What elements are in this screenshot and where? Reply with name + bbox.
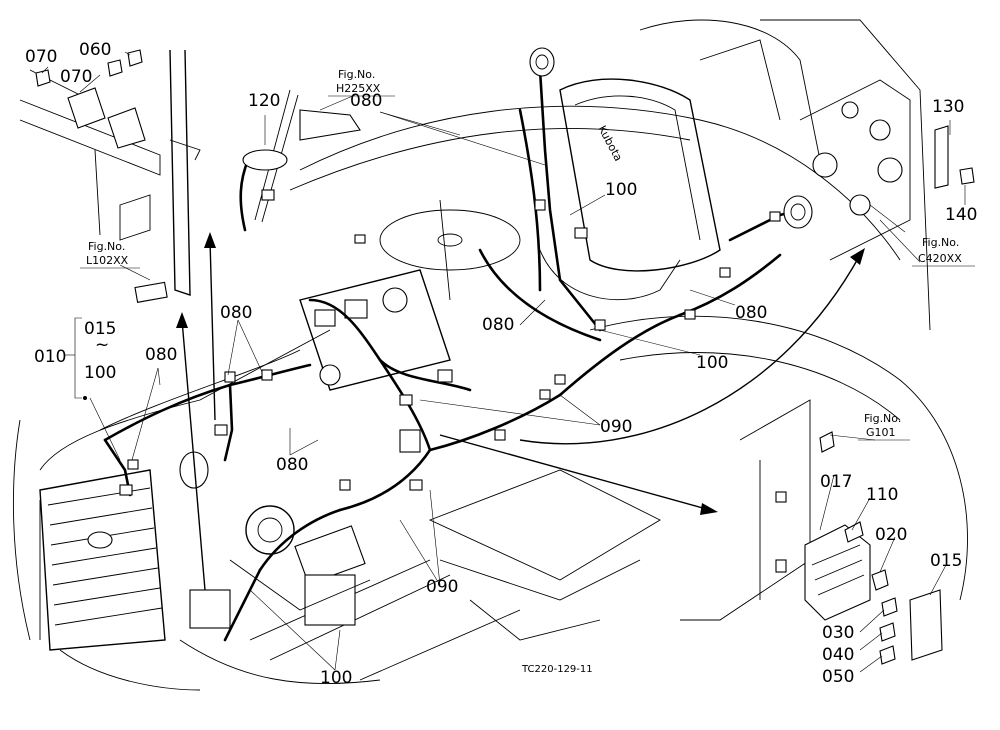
harness-connectors — [119, 199, 781, 496]
figref-h225-code: H225XX — [336, 82, 381, 95]
figref-h225-label: Fig.No. — [338, 68, 375, 81]
fuse-020-icon — [871, 569, 889, 591]
figref-l102-label: Fig.No. — [88, 240, 125, 253]
callout-group-010 — [65, 317, 87, 400]
clamp-band — [242, 149, 288, 171]
callout-090-low: 090 — [426, 577, 458, 597]
callout-040: 040 — [822, 645, 854, 665]
callout-110: 110 — [866, 485, 898, 505]
fuse-040-icon — [879, 622, 896, 642]
fuse-060-icon — [127, 49, 143, 67]
brand-emblem-icon — [87, 531, 113, 549]
fuse-box-017 — [804, 524, 871, 621]
relay-070 — [67, 87, 106, 129]
work-lamps — [179, 47, 813, 489]
bracket-130 — [934, 125, 949, 189]
callout-090-mid: 090 — [600, 417, 632, 437]
callout-labels: 070 060 070 120 080 100 130 140 080 015 … — [25, 40, 977, 688]
callout-100-right: 100 — [696, 353, 728, 373]
inset-mounting-bracket — [799, 79, 975, 261]
callout-060: 060 — [79, 40, 111, 60]
callout-080-mid: 080 — [482, 315, 514, 335]
side-lamp-icon — [783, 195, 813, 229]
head-lamp-icon — [179, 451, 209, 489]
callout-100-seat: 100 — [605, 180, 637, 200]
callout-020: 020 — [875, 525, 907, 545]
callout-080-right: 080 — [735, 303, 767, 323]
battery — [189, 589, 231, 629]
bolt-140-icon — [959, 167, 975, 185]
callout-tilde: ~ — [95, 335, 109, 355]
fuse-070b-icon — [107, 59, 123, 77]
front-grille — [39, 469, 166, 651]
callout-080-low: 080 — [276, 455, 308, 475]
engine-block — [189, 505, 371, 629]
cover-015 — [909, 589, 943, 661]
callout-140: 140 — [945, 205, 977, 225]
leader-arrows — [176, 232, 865, 591]
callout-015-range: 015 — [84, 319, 116, 339]
callout-015: 015 — [930, 551, 962, 571]
rear-lamp-icon — [529, 47, 555, 77]
callout-leaders — [41, 51, 966, 673]
inset-clamp — [239, 89, 361, 232]
callout-070-b: 070 — [60, 67, 92, 87]
callout-030: 030 — [822, 623, 854, 643]
callout-100-bottom: 100 — [320, 668, 352, 688]
relay-box — [399, 429, 421, 453]
callout-100-range: 100 — [84, 363, 116, 383]
callout-130: 130 — [932, 97, 964, 117]
inset-fuse-box — [680, 399, 943, 665]
callout-080-left-a: 080 — [220, 303, 252, 323]
instrument-panel — [299, 269, 451, 391]
figref-g101-code: G101 — [866, 426, 896, 439]
callout-017: 017 — [820, 472, 852, 492]
figure-references: Fig.No. H225XX Fig.No. L102XX Fig.No. C4… — [80, 68, 975, 441]
fuse-050-icon — [879, 645, 896, 665]
callout-120: 120 — [248, 91, 280, 111]
figref-c420-label: Fig.No. — [922, 236, 959, 249]
callout-050: 050 — [822, 667, 854, 687]
callout-070-a: 070 — [25, 47, 57, 67]
callout-010: 010 — [34, 347, 66, 367]
callout-080-left-b: 080 — [145, 345, 177, 365]
gauge-icon — [319, 364, 341, 386]
relay-080-box — [107, 107, 146, 149]
figref-c420-code: C420XX — [918, 252, 962, 265]
inset-relay-bracket — [19, 49, 201, 303]
figref-l102-code: L102XX — [86, 254, 129, 267]
seat-brand-text: Kubota — [595, 123, 625, 163]
figref-g101-label: Fig.No. — [864, 412, 901, 425]
fuse-030-icon — [881, 597, 898, 617]
drawing-code: TC220-129-11 — [521, 664, 593, 675]
